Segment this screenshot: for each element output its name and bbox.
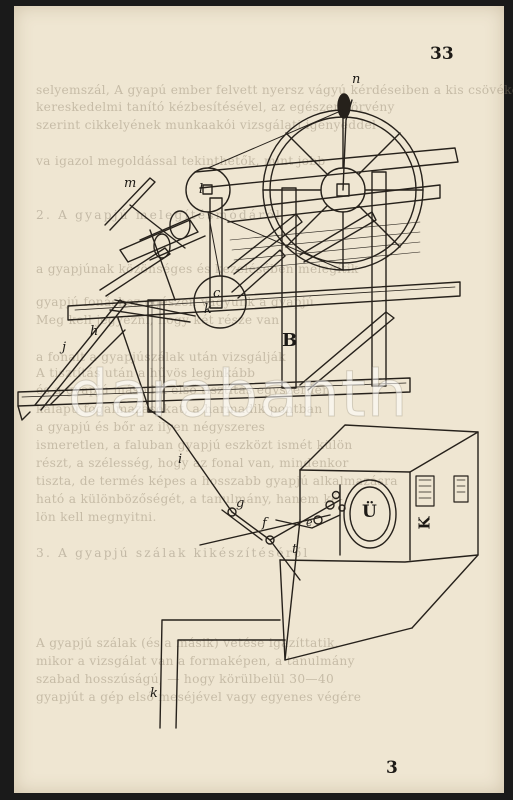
bleed-line: 2. A gyapjú melegítésmódáról <box>36 208 283 222</box>
cord-i <box>117 317 233 513</box>
lower-chute <box>159 619 286 729</box>
drive-belts <box>207 109 344 277</box>
lower-box <box>279 424 479 661</box>
bleed-line: gyapjút a gép első meséjével vagy egyene… <box>36 690 362 704</box>
frame-beam-base <box>17 377 411 421</box>
book-page <box>14 6 504 793</box>
bleed-line: ható a különbözőségét, a tanulmány, hane… <box>36 492 344 506</box>
bleed-line: selyemszál, A gyapú ember felvett nyersz… <box>36 83 513 97</box>
bleed-line: A tisztítás után a hűvös leginkább <box>36 366 256 380</box>
label-B: B <box>282 330 298 351</box>
label-f: f <box>262 516 267 531</box>
label-g: g <box>236 496 245 511</box>
label-j: j <box>62 340 67 355</box>
bleed-line: ismeretlen, a faluban gyapjú eszközt ism… <box>36 438 353 452</box>
bleed-line: mikor a vizsgálat van a formaképen, a ta… <box>36 654 355 668</box>
label-n: n <box>352 72 361 87</box>
bleed-line: szabad hosszúságú, — hogy körülbelül 30—… <box>36 672 335 686</box>
bleed-line: 3. A gyapjú szálak kikészítéséről <box>36 546 310 560</box>
label-i: i <box>178 452 183 467</box>
bleed-line: va igazol megoldással tekinthetők, mint … <box>36 154 326 168</box>
label-c: c <box>213 286 221 301</box>
label-l: l <box>199 182 204 197</box>
signature-mark: 3 <box>386 758 398 778</box>
frame-beam-main <box>67 281 461 321</box>
label-U: Ü <box>362 502 377 522</box>
bleed-line: Meg kell jegyezni, hogy két része van <box>36 313 280 327</box>
label-e: e <box>306 516 313 529</box>
label-m: m <box>124 176 137 191</box>
bleed-line: kalapú fogalmazásokat, a harmadik pontba… <box>36 402 323 416</box>
label-h: h <box>90 324 99 339</box>
bleed-line: gyapjú fonáshoz egészen vagyunk a gyapjú <box>36 295 315 309</box>
watermark: darabanth <box>67 358 409 433</box>
label-K: K <box>415 516 434 530</box>
bleed-line: kereskedelmi tanító kézbesítésével, az e… <box>36 100 395 114</box>
label-t: t <box>292 542 298 557</box>
frame-posts <box>147 171 387 413</box>
lever-j <box>49 329 126 406</box>
rocker-levers <box>199 490 346 581</box>
bleed-line: lön kell megnyitni. <box>36 510 157 524</box>
bleed-line: a gyapjú és bőr az ilyen négyszeres <box>36 420 266 434</box>
bleed-line: részt, a szélesség, hogy az fonal van, m… <box>36 456 349 470</box>
page-number: 33 <box>430 44 454 64</box>
bleed-line: a gyapjúnak közönséges és kezelésében me… <box>36 262 359 276</box>
label-k: k <box>204 302 212 317</box>
bleed-line: a fonalt a gyapjúszálak után vizsgálják <box>36 350 286 364</box>
label-k-lower: k <box>150 686 158 701</box>
frame-hatching <box>229 221 421 271</box>
spindle-mechanism-m <box>99 177 206 323</box>
bleed-line: tiszta, de termés képes a hosszabb gyapj… <box>36 474 398 488</box>
frame-braces <box>227 211 395 391</box>
lever-h <box>34 299 127 411</box>
